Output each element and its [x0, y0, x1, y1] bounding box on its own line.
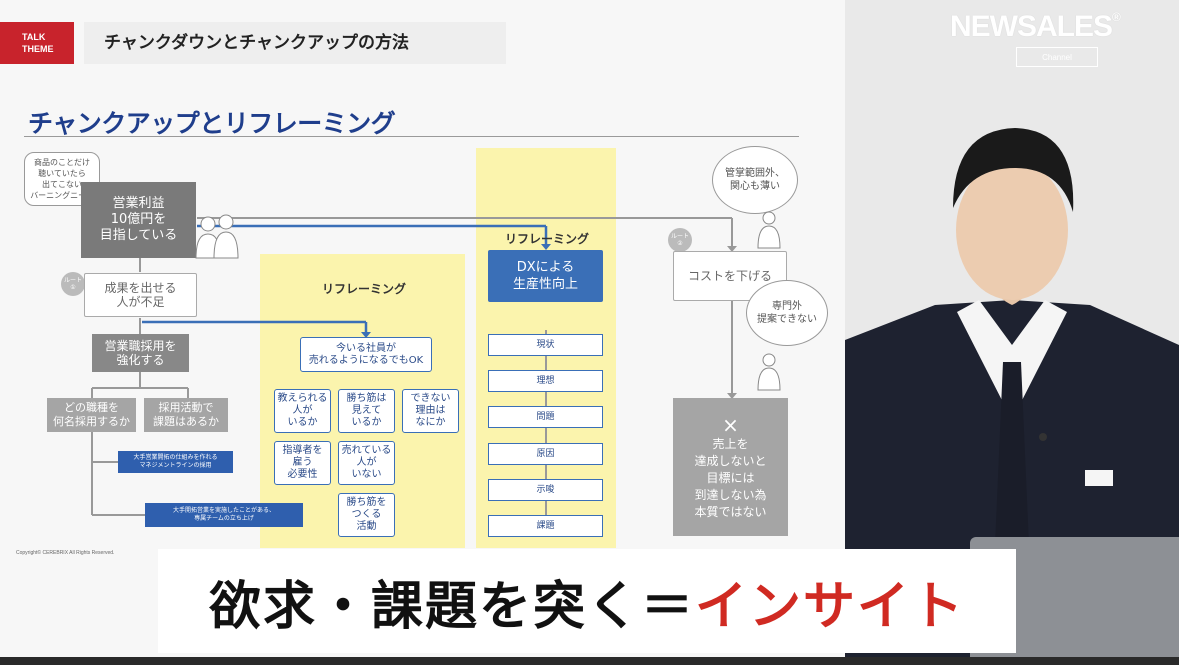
measure-box: 営業職採用を 強化する [92, 334, 189, 372]
copyright: Copyright© CEREBRIX All Rights Reserved. [16, 550, 114, 556]
goal-text: 営業利益 10億円を 目指している [100, 196, 178, 244]
blue-note-1: 大手営業開拓の仕組みを作れる マネジメントラインの採用 [118, 451, 233, 473]
thought-mid-text: 専門外 提案できない [757, 300, 817, 326]
step-box: 現状 [488, 334, 603, 356]
step-text: 理想 [536, 374, 554, 388]
staff-icon [756, 352, 782, 392]
reframing-cell: 教えられる 人が いるか [274, 389, 331, 433]
cross-icon: × [722, 414, 739, 436]
step-box: 問題 [488, 406, 603, 428]
brand-logo: NEWSALES® [950, 10, 1120, 44]
reframing-right-title: リフレーミング [505, 230, 589, 247]
reframing-cell-text: 教えられる 人が いるか [278, 393, 328, 429]
manager-icon [756, 210, 782, 250]
step-text: 示唆 [536, 483, 554, 497]
thought-bubble-top: 管掌範囲外、 関心も薄い [712, 146, 798, 214]
route-2-badge: ルート ② [668, 228, 692, 252]
brand-sub: Channel [1016, 47, 1098, 67]
blue-note-2-text: 大手開拓営業を実施したことがある、 専属チームの立ち上げ [173, 507, 275, 523]
step-box: 示唆 [488, 479, 603, 501]
problem-box: 成果を出せる 人が不足 [84, 273, 197, 317]
registered-mark: ® [1112, 10, 1120, 24]
step-text: 原因 [536, 447, 554, 461]
business-people-icon [192, 210, 242, 260]
step-text: 問題 [536, 410, 554, 424]
reframing-cell-text: できない 理由は なにか [411, 393, 451, 429]
sub-right-box: 採用活動で 課題はあるか [144, 398, 228, 432]
result-text: 売上を 達成しないと 目標には 到達しない為 本質ではない [694, 436, 766, 521]
caption-main: 欲求・課題を突く＝ [209, 564, 695, 639]
reframing-cell-text: 勝ち筋を つくる 活動 [347, 497, 387, 533]
problem-text: 成果を出せる 人が不足 [104, 281, 176, 309]
cost-text: コストを下げる [688, 269, 772, 283]
reframing-cell-text: 指導者を 雇う 必要性 [283, 445, 323, 481]
goal-box: 営業利益 10億円を 目指している [81, 182, 196, 258]
route-2-text: ルート ② [671, 233, 689, 247]
reframing-mid-main-text: 今いる社員が 売れるようになるでもOK [309, 343, 423, 367]
thought-bubble-mid: 専門外 提案できない [746, 280, 828, 346]
thought-top-text: 管掌範囲外、 関心も薄い [725, 167, 785, 193]
reframing-right-main: DXによる 生産性向上 [488, 250, 603, 302]
route-1-text: ルート ① [64, 277, 82, 291]
reframing-cell-text: 売れている 人が いない [342, 445, 392, 481]
reframing-right-main-text: DXによる 生産性向上 [513, 259, 578, 293]
reframing-cell: 指導者を 雇う 必要性 [274, 441, 331, 485]
brand-logo-text: NEWSALES [950, 10, 1112, 43]
route-1-badge: ルート ① [61, 272, 85, 296]
caption-banner: 欲求・課題を突く＝インサイト [158, 549, 1016, 653]
reframing-mid-title: リフレーミング [322, 280, 406, 297]
step-box: 理想 [488, 370, 603, 392]
video-progress-strip [0, 657, 1179, 665]
blue-note-2: 大手開拓営業を実施したことがある、 専属チームの立ち上げ [145, 503, 303, 527]
sub-right-text: 採用活動で 課題はあるか [153, 401, 219, 429]
measure-text: 営業職採用を 強化する [104, 339, 176, 367]
caption-accent: インサイト [695, 564, 965, 639]
reframing-cell-text: 勝ち筋は 見えて いるか [347, 393, 387, 429]
step-box: 原因 [488, 443, 603, 465]
step-text: 課題 [536, 519, 554, 533]
result-box: × 売上を 達成しないと 目標には 到達しない為 本質ではない [673, 398, 788, 536]
reframing-cell: 勝ち筋を つくる 活動 [338, 493, 395, 537]
sub-left-box: どの職種を 何名採用するか [47, 398, 136, 432]
step-text: 現状 [536, 338, 554, 352]
reframing-cell: できない 理由は なにか [402, 389, 459, 433]
reframing-mid-main: 今いる社員が 売れるようになるでもOK [300, 337, 432, 372]
blue-note-1-text: 大手営業開拓の仕組みを作れる マネジメントラインの採用 [133, 454, 217, 470]
sub-left-text: どの職種を 何名採用するか [53, 401, 130, 429]
step-box: 課題 [488, 515, 603, 537]
reframing-cell: 勝ち筋は 見えて いるか [338, 389, 395, 433]
reframing-cell: 売れている 人が いない [338, 441, 395, 485]
